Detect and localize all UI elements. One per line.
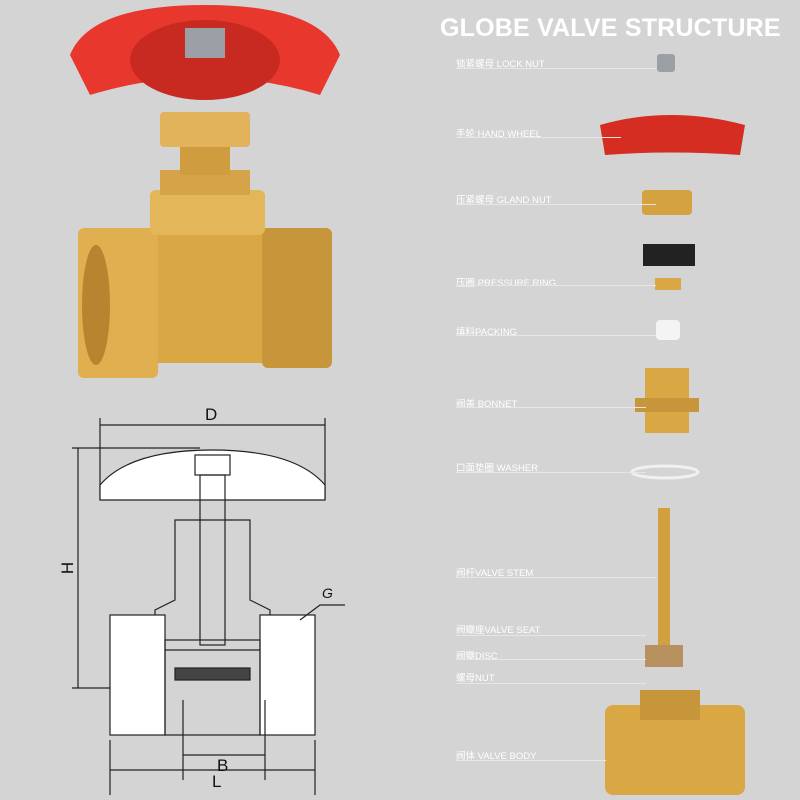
page-title: GLOBE VALVE STRUCTURE bbox=[440, 14, 781, 42]
part-label-packing: 填料PACKING bbox=[456, 327, 518, 338]
leader-line bbox=[456, 577, 656, 578]
leader-line bbox=[456, 407, 646, 408]
dimension-l: L bbox=[212, 772, 222, 791]
part-label-hand-wheel: 手轮 HAND WHEEL bbox=[456, 129, 541, 140]
part-label-valve-stem: 阀杆VALVE STEM bbox=[456, 568, 534, 579]
dimension-b: B bbox=[217, 756, 229, 775]
part-label-nut: 螺母NUT bbox=[456, 673, 495, 684]
leader-line bbox=[456, 635, 646, 636]
part-label-lock-nut: 锁紧螺母 LOCK NUT bbox=[456, 59, 545, 70]
exploded-parts bbox=[600, 54, 745, 795]
part-label-disc: 阀瓣DISC bbox=[456, 651, 498, 662]
leader-line bbox=[456, 659, 646, 660]
leader-line bbox=[456, 137, 621, 138]
leader-line bbox=[456, 204, 656, 205]
part-label-valve-body: 阀体 VALVE BODY bbox=[456, 751, 537, 762]
dimension-h: H bbox=[58, 561, 78, 575]
part-label-washer: 口面垫圈 WASHER bbox=[456, 463, 539, 474]
dimension-d: D bbox=[205, 405, 218, 424]
leader-line bbox=[456, 683, 646, 684]
part-label-bonnet: 阀盖 BONNET bbox=[456, 399, 518, 410]
leader-line bbox=[456, 760, 606, 761]
part-label-valve-seat: 阀瓣座VALVE SEAT bbox=[456, 625, 541, 636]
dimension-g: G bbox=[322, 585, 333, 601]
cross-section-drawing bbox=[72, 418, 345, 795]
leader-line bbox=[456, 335, 656, 336]
leader-line bbox=[456, 285, 656, 286]
part-label-pressure-ring: 压圈 PRESSURE RING bbox=[456, 278, 557, 289]
part-label-gland-nut: 压紧螺母 GLAND NUT bbox=[456, 195, 552, 206]
valve-photo bbox=[70, 5, 340, 378]
leader-line bbox=[456, 68, 656, 69]
leader-line bbox=[456, 472, 646, 473]
